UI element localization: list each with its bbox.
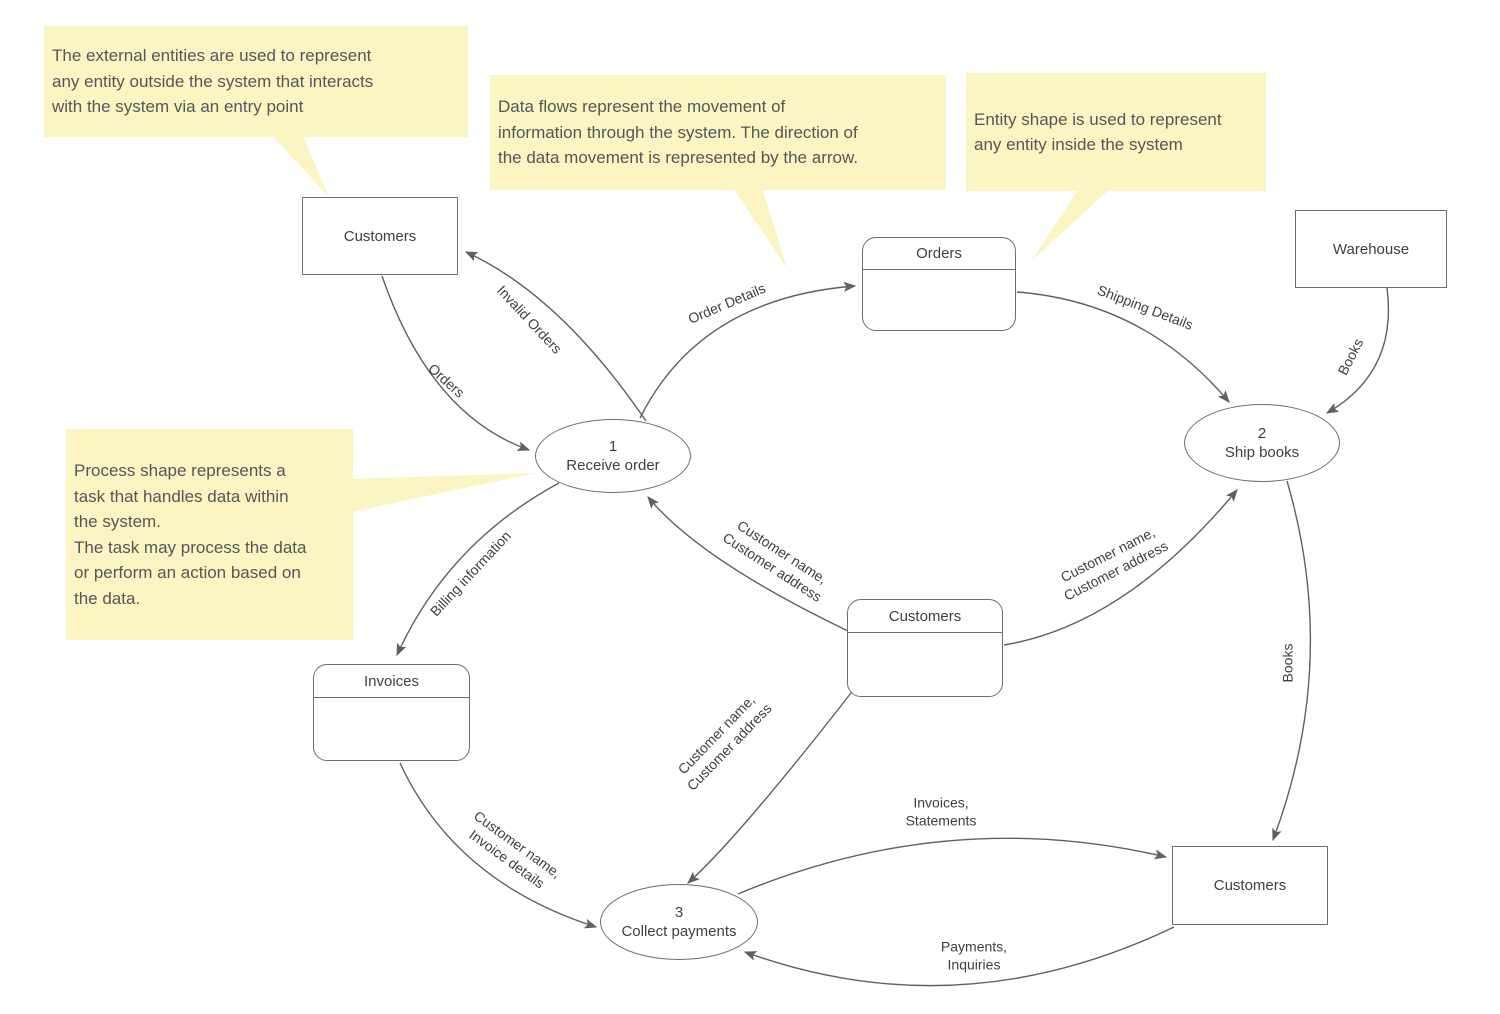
- datastore-invoices: Invoices: [313, 664, 470, 761]
- flow-arrow-customer-info-to-ship-books: [1003, 489, 1238, 646]
- flow-arrow-invalid-orders: [464, 251, 647, 422]
- callout-tail-external-entities: [272, 135, 328, 196]
- process-receive-order-label: Receive order: [566, 457, 660, 474]
- datastore-orders: Orders: [862, 237, 1016, 331]
- callout-entity-shape: Entity shape is used to represent any en…: [966, 73, 1266, 191]
- process-receive-order-number: 1: [608, 438, 618, 455]
- process-ship-books-number: 2: [1257, 425, 1267, 442]
- callout-tail-entity-shape: [1031, 189, 1110, 261]
- callout-process-shape: Process shape represents a task that han…: [66, 429, 353, 640]
- flow-arrow-payments-inquiries: [743, 926, 1175, 987]
- flow-arrow-order-details: [639, 281, 857, 419]
- entity-warehouse-label: Warehouse: [1332, 240, 1410, 258]
- entity-customers-bottom-right: Customers: [1172, 846, 1328, 925]
- flow-arrow-customer-info-to-collect-payments: [687, 692, 852, 884]
- datastore-invoices-header: Invoices: [314, 665, 469, 698]
- entity-customers-top-left-label: Customers: [343, 227, 417, 245]
- process-collect-payments: 3 Collect payments: [600, 884, 758, 960]
- entity-customers-bottom-right-label: Customers: [1213, 877, 1287, 894]
- callout-tail-process-shape: [351, 473, 536, 512]
- flow-arrow-shipping-details: [1016, 291, 1230, 403]
- process-collect-payments-label: Collect payments: [621, 923, 737, 940]
- flow-arrow-customer-name-invoice-details: [399, 762, 598, 929]
- entity-warehouse: Warehouse: [1295, 210, 1447, 288]
- datastore-orders-label: Orders: [916, 245, 962, 262]
- flow-arrow-billing-information: [396, 482, 560, 657]
- flow-arrow-books-to-customers: [1272, 480, 1312, 842]
- datastore-customers-label: Customers: [888, 607, 962, 625]
- flow-arrow-invoices-statements: [737, 837, 1168, 895]
- process-collect-payments-number: 3: [674, 904, 684, 921]
- flow-label-books-to-customers: Books: [1279, 643, 1296, 683]
- datastore-orders-header: Orders: [863, 238, 1015, 270]
- datastore-invoices-label: Invoices: [363, 672, 420, 690]
- datastore-customers: Customers: [847, 599, 1003, 697]
- datastore-customers-header: Customers: [848, 600, 1002, 633]
- flow-label-invoices-statements: Invoices, Statements: [905, 794, 977, 829]
- entity-customers-top-left: Customers: [302, 197, 458, 275]
- process-ship-books: 2 Ship books: [1184, 404, 1340, 482]
- process-receive-order: 1 Receive order: [535, 419, 691, 493]
- flow-arrow-books-from-warehouse: [1325, 287, 1390, 414]
- callout-data-flows: Data flows represent the movement of inf…: [490, 75, 946, 190]
- process-ship-books-label: Ship books: [1224, 444, 1300, 461]
- callout-external-entities: The external entities are used to repres…: [44, 26, 468, 137]
- flow-arrow-orders: [381, 275, 531, 451]
- flow-arrow-customer-info-to-receive-order: [647, 496, 849, 632]
- flow-label-payments-inquiries: Payments, Inquiries: [940, 938, 1008, 973]
- callout-tail-data-flows: [733, 188, 787, 268]
